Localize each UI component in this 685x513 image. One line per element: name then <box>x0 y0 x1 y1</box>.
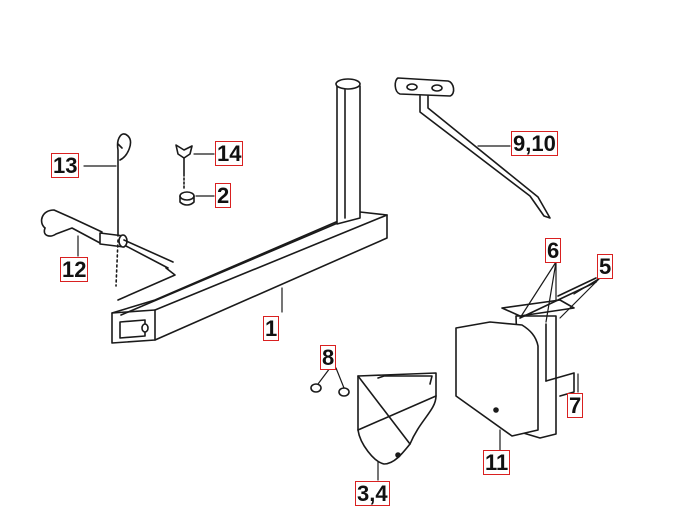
wing-screw-part <box>175 144 193 191</box>
upright-post-part <box>335 78 361 225</box>
callout-3-4[interactable]: 3,4 <box>355 481 390 506</box>
reflector-panel-part <box>455 315 557 439</box>
callout-9-10[interactable]: 9,10 <box>511 131 558 156</box>
callout-5[interactable]: 5 <box>597 254 614 279</box>
callout-6[interactable]: 6 <box>545 238 562 263</box>
callout-13[interactable]: 13 <box>51 153 80 178</box>
reflector-plate-part <box>357 372 437 465</box>
hair-clip-part <box>115 133 132 287</box>
nut-part <box>179 191 195 206</box>
callout-1[interactable]: 1 <box>263 316 280 341</box>
bracket-rod-part <box>394 77 551 219</box>
callout-11[interactable]: 11 <box>483 450 511 475</box>
tongue-tube-part <box>111 211 388 344</box>
nuts-part <box>310 383 350 397</box>
callout-12[interactable]: 12 <box>60 257 89 282</box>
callout-14[interactable]: 14 <box>215 141 244 166</box>
leader-lines <box>77 145 601 481</box>
callout-2[interactable]: 2 <box>215 183 232 208</box>
callout-7[interactable]: 7 <box>567 393 584 418</box>
callout-8[interactable]: 8 <box>320 345 337 370</box>
hitch-pin-part <box>40 209 174 269</box>
